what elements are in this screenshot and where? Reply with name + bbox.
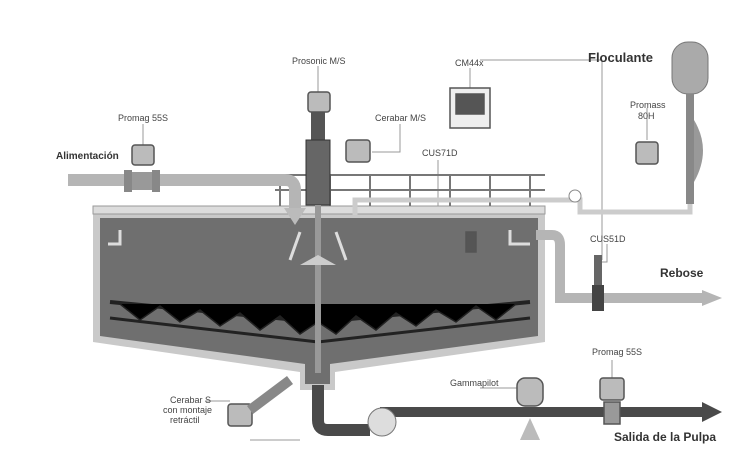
promass-icon — [635, 141, 659, 165]
salida-label: Salida de la Pulpa — [614, 430, 717, 444]
rebose-label: Rebose — [660, 266, 704, 280]
center-shaft — [288, 108, 348, 373]
promag-out-label: Promag 55S — [592, 347, 643, 357]
cerabar-s-icon — [227, 403, 253, 427]
underflow-pipe — [312, 385, 722, 440]
gammapilot-label: Gammapilot — [450, 378, 499, 388]
promag-feed-label: Promag 55S — [118, 113, 169, 123]
prosonic-icon — [307, 91, 331, 113]
gammapilot-icon — [516, 377, 544, 407]
promag-feed-icon — [131, 144, 155, 166]
prosonic-label: Prosonic M/S — [292, 56, 346, 66]
pump-icon — [367, 407, 397, 437]
overflow-pipe — [536, 230, 722, 311]
cerabar-s-label-1: Cerabar S — [170, 395, 212, 405]
promag-out-icon — [599, 377, 625, 401]
cerabar-ms-label: Cerabar M/S — [375, 113, 427, 123]
cerabar-s-label-2: con montaje — [163, 405, 213, 415]
alimentacion-label: Alimentación — [56, 151, 119, 162]
cus51d-label: CUS51D — [590, 234, 626, 244]
cus71d-icon — [465, 231, 477, 253]
promass-label: Promass — [630, 100, 666, 110]
flocculant-line — [352, 41, 709, 215]
cerabar-s-label-3: retráctil — [170, 415, 200, 425]
floculante-label: Floculante — [588, 50, 654, 65]
feed-pipe — [68, 170, 306, 225]
cus71d-label: CUS71D — [422, 148, 458, 158]
promass-model-label: 80H — [638, 111, 655, 121]
cerabar-ms-icon — [345, 139, 371, 163]
cm44x-label: CM44x — [455, 58, 484, 68]
instruments — [131, 87, 659, 427]
